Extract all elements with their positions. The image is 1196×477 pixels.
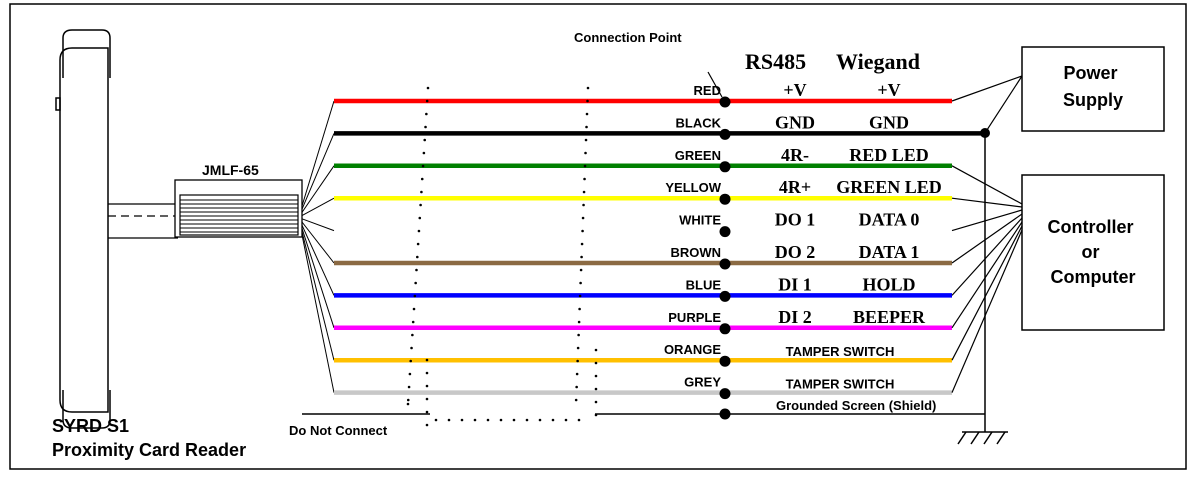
fanout-yellow — [301, 197, 335, 217]
wire-bundle — [334, 96, 985, 400]
lacing-right-inner — [594, 348, 598, 417]
rs485-purple: DI 2 — [778, 307, 812, 327]
connection-dot-blue — [719, 290, 731, 302]
shield-connection-dot — [719, 408, 731, 420]
wire-name-white: WHITE — [679, 213, 721, 228]
diagram-frame — [9, 3, 1187, 470]
link-orange — [951, 225, 1023, 361]
connection-point-label: Connection Point — [574, 30, 682, 45]
header-rs485: RS485 — [745, 49, 806, 74]
connection-dot-yellow — [719, 193, 731, 205]
wire-labels: RED +V +V BLACK GND GND GREEN 4R- RED LED YELLOW 4… — [664, 80, 942, 392]
wiegand-green: RED LED — [849, 145, 929, 165]
link-blue — [951, 217, 1023, 296]
fanout-brown — [301, 221, 335, 264]
fanout-grey — [301, 234, 335, 393]
fanout-green — [301, 165, 335, 213]
connection-point-pointer — [707, 71, 723, 98]
reader-cable — [108, 203, 178, 239]
wiegand-yellow: GREEN LED — [836, 177, 942, 197]
wire-name-blue: BLUE — [686, 277, 722, 292]
wire-name-purple: PURPLE — [668, 310, 721, 325]
svg-text:Controller or Computer: Controller or Computer — [1047, 217, 1138, 287]
connection-dot-brown — [719, 258, 731, 270]
connection-dot-purple — [719, 323, 731, 335]
function-grey: TAMPER SWITCH — [786, 377, 895, 392]
wire-name-black: BLACK — [676, 115, 722, 130]
wiegand-blue: HOLD — [862, 274, 915, 294]
link-white — [951, 209, 1023, 232]
wiegand-black: GND — [869, 112, 909, 132]
fanout-red — [301, 100, 335, 207]
controller-label-line3: Computer — [1051, 267, 1136, 287]
fanout-orange — [301, 231, 335, 361]
power-supply-label-line1: Power — [1063, 63, 1117, 83]
rs485-brown: DO 2 — [775, 242, 816, 262]
link-yellow — [951, 197, 1023, 208]
power-supply-box — [1021, 46, 1165, 132]
reader-name-line2: Proximity Card Reader — [52, 440, 246, 460]
lacing-left-bottom — [406, 402, 410, 406]
link-green — [951, 165, 1023, 205]
device-links — [951, 75, 1023, 393]
lacing-bottom — [434, 418, 581, 422]
do-not-connect-label: Do Not Connect — [289, 423, 388, 438]
wiegand-brown: DATA 1 — [859, 242, 920, 262]
wiegand-white: DATA 0 — [859, 210, 920, 230]
header-wiegand: Wiegand — [836, 49, 920, 74]
reader-name-line1: SYRD S1 — [52, 416, 129, 436]
connection-dot-red — [719, 96, 731, 108]
fanout-purple — [301, 228, 335, 328]
connection-dot-black — [719, 128, 731, 140]
shield-label: Grounded Screen (Shield) — [776, 398, 936, 413]
wire-name-brown: BROWN — [670, 245, 721, 260]
jmlf-65-connector — [174, 179, 303, 238]
wire-name-red: RED — [694, 83, 721, 98]
cable-lacing — [406, 86, 598, 427]
link-grey — [951, 229, 1023, 393]
link-brown — [951, 213, 1023, 264]
connector-label: JMLF-65 — [202, 162, 259, 178]
link-red — [951, 75, 1023, 102]
wire-name-green: GREEN — [675, 148, 721, 163]
wire-name-orange: ORANGE — [664, 342, 721, 357]
link-purple — [951, 221, 1023, 329]
rs485-green: 4R- — [781, 145, 809, 165]
connection-dot-grey — [719, 388, 731, 400]
rs485-white: DO 1 — [775, 210, 816, 230]
fanout-white — [301, 218, 335, 232]
ground-to-power-line — [984, 75, 1023, 134]
rs485-yellow: 4R+ — [779, 177, 811, 197]
card-reader-device — [55, 29, 111, 429]
fanout-blue — [301, 224, 335, 296]
lacing-left-outer — [406, 86, 430, 402]
connection-dot-orange — [719, 355, 731, 367]
controller-label-line1: Controller — [1047, 217, 1133, 237]
ground-bus — [957, 133, 1008, 445]
rs485-blue: DI 1 — [778, 274, 812, 294]
fanout-black — [301, 133, 335, 210]
rs485-red: +V — [783, 80, 806, 100]
connection-dot-white — [719, 226, 731, 238]
function-orange: TAMPER SWITCH — [786, 344, 895, 359]
rs485-black: GND — [775, 112, 815, 132]
wire-name-grey: GREY — [684, 375, 721, 390]
wiegand-purple: BEEPER — [853, 307, 926, 327]
connection-dot-green — [719, 161, 731, 173]
svg-text:Power Supply: Power Supply — [1063, 63, 1123, 110]
wire-fanout — [301, 100, 335, 393]
lacing-left-inner — [425, 358, 429, 427]
wire-name-yellow: YELLOW — [665, 180, 721, 195]
lacing-right-outer — [574, 86, 590, 402]
controller-label-line2: or — [1081, 242, 1099, 262]
power-supply-label-line2: Supply — [1063, 90, 1123, 110]
controller-box — [1021, 174, 1165, 331]
wiegand-red: +V — [877, 80, 900, 100]
